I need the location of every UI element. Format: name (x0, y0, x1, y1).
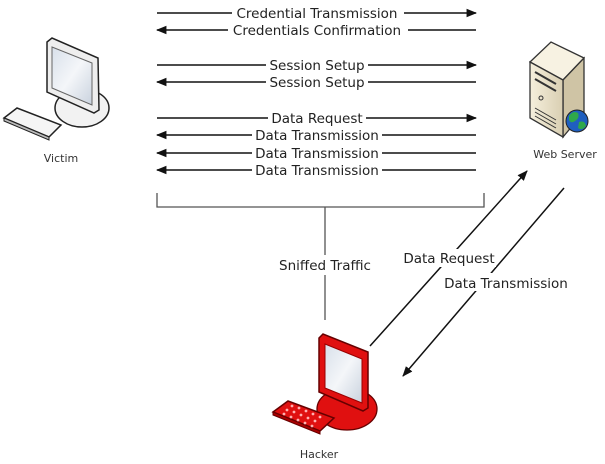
message-label: Data Transmission (255, 146, 379, 162)
message-row: Credentials Confirmation (155, 21, 476, 39)
message-label: Session Setup (269, 58, 364, 74)
victim-label: Victim (44, 152, 78, 165)
message-row: Session Setup (155, 73, 476, 91)
hacker-transmission-label: Data Transmission (444, 276, 568, 292)
message-label: Credential Transmission (237, 6, 398, 22)
message-row: Data Transmission (155, 126, 476, 144)
message-label: Data Request (271, 111, 362, 127)
hacker-computer-icon (271, 333, 378, 435)
message-label: Data Transmission (255, 128, 379, 144)
hacker-request-label: Data Request (403, 251, 494, 267)
sniff-bracket: Sniffed Traffic (156, 193, 485, 320)
message-row: Credential Transmission (157, 4, 478, 22)
web-server-label: Web Server (533, 148, 597, 161)
message-label: Session Setup (269, 75, 364, 91)
web-server-icon (528, 41, 586, 139)
message-arrows: Credential Transmission Credentials Conf… (155, 4, 478, 179)
victim-computer-icon (2, 37, 110, 141)
message-label: Credentials Confirmation (233, 23, 401, 39)
message-row: Data Transmission (155, 161, 476, 179)
message-label: Data Transmission (255, 163, 379, 179)
message-row: Data Transmission (155, 144, 476, 162)
globe-icon (565, 109, 589, 133)
message-row: Session Setup (157, 56, 478, 74)
hacker-label: Hacker (300, 448, 339, 461)
message-row: Data Request (157, 109, 478, 127)
sniffed-traffic-label: Sniffed Traffic (279, 258, 371, 274)
